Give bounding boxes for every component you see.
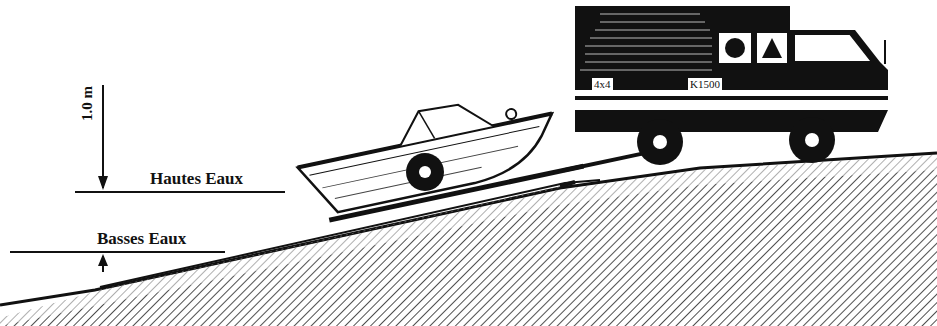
truck-wheel bbox=[789, 117, 835, 163]
camper-stripes bbox=[580, 14, 712, 70]
truck-window bbox=[756, 32, 788, 64]
cab-window bbox=[794, 34, 872, 62]
truck-body bbox=[575, 6, 888, 132]
dimension-line bbox=[102, 85, 104, 188]
dimension-label: 1.0 m bbox=[80, 86, 95, 121]
truck-badge: 4x4 bbox=[592, 78, 613, 91]
water-level-label: Basses Eaux bbox=[97, 230, 186, 247]
truck-hub bbox=[653, 135, 667, 149]
antenna bbox=[884, 40, 886, 64]
window-figure bbox=[762, 38, 782, 58]
dimension-arrow bbox=[98, 254, 108, 266]
window-figure bbox=[725, 38, 745, 58]
truck-wheel bbox=[637, 119, 683, 165]
high-water-line bbox=[75, 191, 285, 193]
dimension-arrow bbox=[98, 176, 108, 190]
truck-hub bbox=[805, 133, 819, 147]
trailer-hub bbox=[419, 166, 431, 178]
trailer-wheel bbox=[406, 153, 444, 191]
water-level-label: Hautes Eaux bbox=[150, 170, 243, 187]
truck-window bbox=[718, 32, 752, 64]
hitch bbox=[560, 182, 575, 186]
low-water-line bbox=[10, 251, 225, 253]
truck-badge: K1500 bbox=[688, 78, 722, 91]
truck-stripe bbox=[575, 90, 888, 96]
truck-stripe bbox=[575, 100, 888, 110]
